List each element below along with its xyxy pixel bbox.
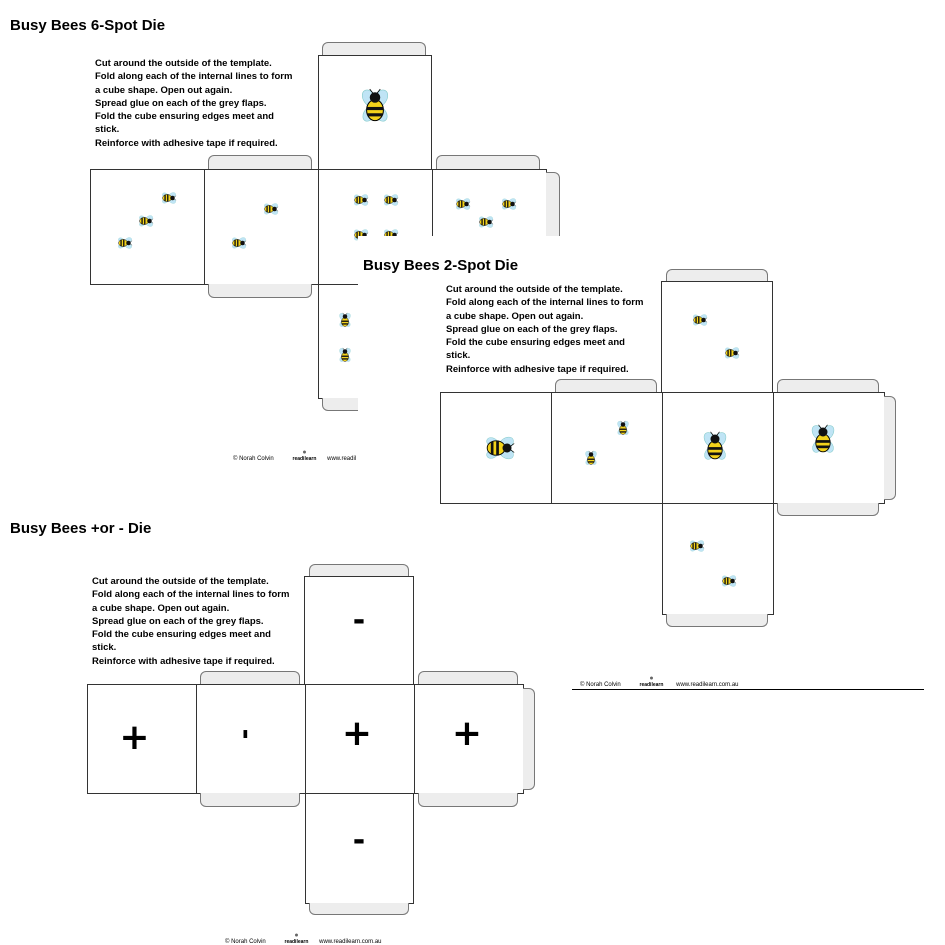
two-spot-footer: © Norah Colvin readilearn www.readilearn…: [580, 676, 739, 688]
glue-flap: [436, 155, 540, 169]
plus-symbol: +: [119, 717, 150, 758]
glue-flap: [309, 903, 409, 915]
die-face-bottom: [662, 503, 774, 615]
die-face-top: [661, 281, 773, 393]
two-spot-instructions: Cut around the outside of the template.F…: [446, 284, 644, 375]
bee-icon: [693, 314, 708, 326]
glue-flap: [884, 396, 896, 500]
readilearn-logo-icon: readilearn: [281, 933, 311, 945]
six-spot-title: Busy Bees 6-Spot Die: [10, 17, 166, 34]
bee-icon: [486, 436, 515, 460]
minus-symbol: -: [231, 728, 261, 740]
bee-icon: [232, 237, 247, 249]
bee-icon: [162, 192, 177, 204]
six-spot-instructions: Cut around the outside of the template.F…: [95, 58, 293, 149]
bee-icon: [339, 312, 351, 327]
plus-minus-footer: © Norah Colvin readilearn www.readilearn…: [225, 933, 382, 945]
bee-icon: [617, 420, 629, 435]
die-face-4: [773, 392, 885, 504]
glue-flap: [322, 42, 426, 56]
bee-icon: [139, 215, 154, 227]
minus-symbol: -: [352, 603, 366, 638]
divider-line: [572, 689, 924, 690]
die-face-2: [204, 169, 319, 285]
plus-minus-instructions: Cut around the outside of the template.F…: [92, 576, 290, 667]
glue-flap: [418, 793, 518, 807]
bee-icon: [339, 347, 351, 362]
bee-icon: [725, 347, 740, 359]
plus-minus-die-sheet: Busy Bees +or - Die Cut around the outsi…: [0, 505, 560, 945]
glue-flap: [555, 379, 657, 392]
glue-flap: [418, 671, 518, 685]
bee-icon: [703, 431, 727, 460]
bee-icon: [690, 540, 705, 552]
bee-icon: [722, 575, 737, 587]
six-spot-die-sheet: Busy Bees 6-Spot Die Cut around the outs…: [0, 0, 560, 470]
glue-flap: [523, 688, 535, 790]
glue-flap: [208, 284, 312, 298]
two-spot-title: Busy Bees 2-Spot Die: [363, 257, 519, 274]
bee-icon: [502, 198, 517, 210]
bee-icon: [479, 216, 494, 228]
die-face-4: [414, 684, 524, 794]
glue-flap: [777, 503, 879, 516]
glue-flap: [200, 671, 300, 685]
plus-symbol: +: [451, 713, 483, 754]
die-face-bottom: [305, 793, 414, 904]
die-face-2: [196, 684, 306, 794]
six-spot-footer: © Norah Colvin readilearn www.readil: [233, 450, 356, 462]
plus-minus-title: Busy Bees +or - Die: [10, 520, 152, 537]
die-face-2: [551, 392, 663, 504]
plus-symbol: +: [341, 713, 373, 754]
glue-flap: [200, 793, 300, 807]
two-spot-die-sheet: Busy Bees 2-Spot Die Cut around the outs…: [358, 236, 928, 696]
bee-icon: [384, 194, 399, 206]
bee-icon: [456, 198, 471, 210]
bee-icon: [118, 237, 133, 249]
bee-icon: [585, 450, 597, 465]
glue-flap: [309, 564, 409, 577]
bee-icon: [811, 424, 835, 453]
die-face-3: [305, 684, 415, 794]
bee-icon: [354, 194, 369, 206]
glue-flap: [666, 269, 768, 282]
die-face-1: [87, 684, 197, 794]
readilearn-logo-icon: readilearn: [289, 450, 319, 462]
readilearn-logo-icon: readilearn: [636, 676, 666, 688]
minus-symbol: -: [352, 823, 366, 858]
bee-icon: [264, 203, 279, 215]
bee-icon: [361, 88, 389, 122]
glue-flap: [777, 379, 879, 392]
glue-flap: [208, 155, 312, 169]
glue-flap: [666, 614, 768, 627]
